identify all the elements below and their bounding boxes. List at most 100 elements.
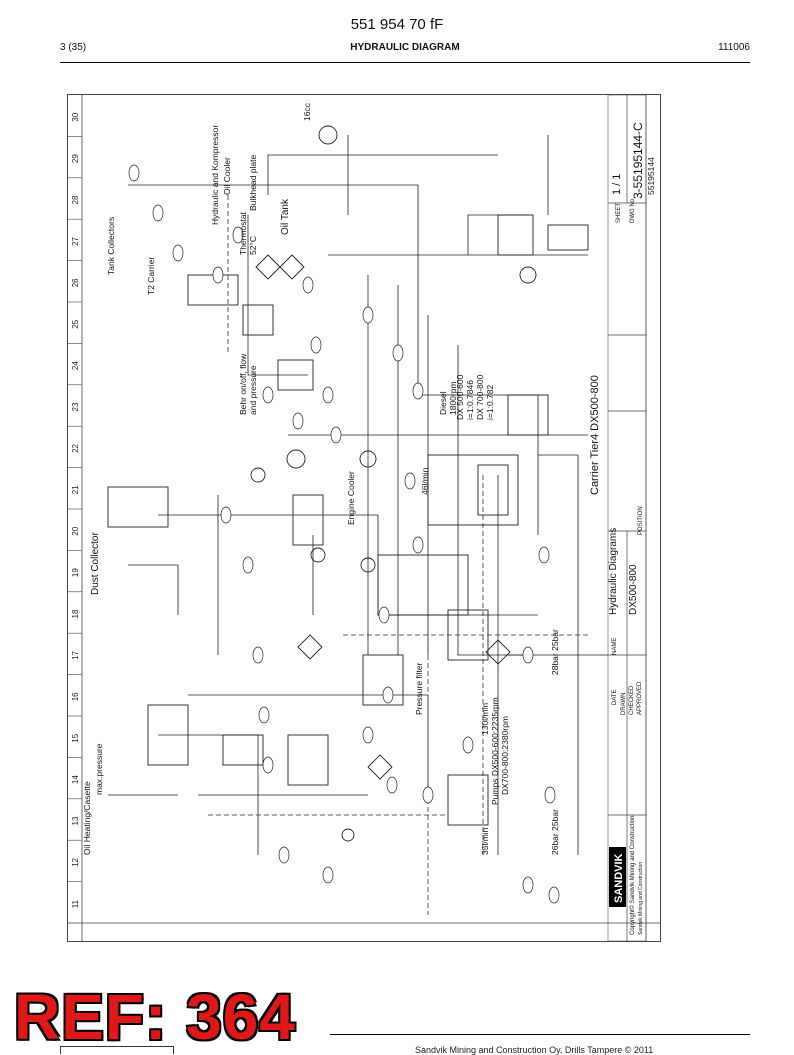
- checked-label: CHECKED: [629, 685, 635, 715]
- grid-number: 20: [71, 526, 80, 535]
- grid-number: 26: [71, 278, 80, 287]
- footer-logo: [60, 1046, 174, 1054]
- onoff-label: Behr on/off, flow: [238, 353, 248, 415]
- component-tag: [548, 886, 560, 904]
- component-tag: [522, 646, 534, 664]
- component-tag: [302, 276, 314, 294]
- sheet-label: SHEET: [616, 203, 622, 223]
- flow-130-label: 130l/min: [480, 703, 490, 735]
- ratio-a2-label: i=1:0.7846: [465, 380, 475, 420]
- grid-number: 23: [71, 402, 80, 411]
- component-tag: [392, 344, 404, 362]
- diesel-label: Diesel: [438, 391, 448, 415]
- component-tag: [538, 546, 550, 564]
- diesel-rpm-label: 1800rpm: [448, 381, 458, 415]
- component-tag: [232, 226, 244, 244]
- grid-number: 11: [71, 899, 80, 908]
- component-tag: [128, 164, 140, 182]
- thermostat-label: Thermostat: [238, 211, 248, 255]
- pumps2-label: DX700-800:2380rpm: [500, 716, 510, 795]
- tank-collectors-label: Tank Collectors: [106, 217, 116, 275]
- drawing-number: 3-55195144-C: [631, 122, 645, 199]
- hyd-compressor-label: Hydraulic and Kompressor: [210, 125, 220, 225]
- component-tag: [322, 866, 334, 884]
- grid-number: 27: [71, 236, 80, 245]
- component-tag: [378, 606, 390, 624]
- header-rule: [60, 62, 750, 63]
- grid-number: 22: [71, 443, 80, 452]
- component-tag: [544, 786, 556, 804]
- component-tag: [310, 336, 322, 354]
- component-tag: [462, 736, 474, 754]
- hyd-diagrams-label: Hydraulic Diagrams: [608, 528, 619, 615]
- oil-heating-label: Oil Heating/Casette: [82, 781, 92, 855]
- ref-watermark: REF: 364: [14, 981, 296, 1053]
- ratio-b-label: DX 700-800: [475, 374, 485, 420]
- date-label: DATE: [612, 689, 618, 705]
- component-tag: [252, 646, 264, 664]
- grid-number: 16: [71, 692, 80, 701]
- copyright-label: Copyright© Sandvik Mining and Constructi…: [629, 816, 636, 935]
- grid-number: 25: [71, 319, 80, 328]
- doc-number: 551 954 70 fF: [350, 16, 444, 33]
- sandvik-logo: [609, 847, 626, 907]
- component-tag: [362, 306, 374, 324]
- flow-35-label: 35l/min: [480, 827, 490, 855]
- component-tag: [242, 556, 254, 574]
- grid-number: 12: [71, 857, 80, 866]
- grid-number: 21: [71, 485, 80, 494]
- component-tag: [330, 426, 342, 444]
- component-tag: [262, 756, 274, 774]
- pumps-label: Pumps DX500-600:2235rpm: [490, 697, 500, 805]
- hydraulic-diagram: 30 29 28 27 26 25 24 23 22 21 20 19 18 17 16 15 14 13 12 11: [68, 94, 660, 942]
- mpm-16cc-label: 16cc: [302, 102, 312, 121]
- grid-number: 14: [71, 775, 80, 784]
- dust-collector-label: Dust Collector: [90, 532, 101, 595]
- onoff2-label: and pressure: [248, 365, 258, 415]
- component-tag: [362, 726, 374, 744]
- oil-tank-label: Oil Tank: [280, 198, 291, 235]
- grid-number: 15: [71, 733, 80, 742]
- footer-text: Sandvik Mining and Construction Oy, Dril…: [415, 1045, 654, 1055]
- component-tag: [386, 776, 398, 794]
- component-tag: [404, 472, 416, 490]
- sandvik-logo-text: SANDVIK: [613, 853, 625, 903]
- carrier-tier4-label: Carrier Tier4 DX500-800: [589, 375, 601, 495]
- drawn-label: DRAWN: [621, 693, 627, 715]
- dx-range-label: DX500-800: [628, 564, 639, 615]
- bulkhead-plate-label: Bulkhead plate: [248, 154, 258, 211]
- pressure-filter-label: Pressure filter: [414, 662, 424, 715]
- component-tag: [522, 876, 534, 894]
- ratio-a-label: DX 500-600: [455, 374, 465, 420]
- component-tag: [262, 386, 274, 404]
- component-tag: [220, 506, 232, 524]
- grid-number: 18: [71, 609, 80, 618]
- position-label: POSITION: [638, 506, 644, 535]
- name-label: NAME: [612, 638, 618, 655]
- grid-number: 13: [71, 816, 80, 825]
- thermostat-temp-label: 52°C: [248, 236, 258, 255]
- ratio-b2-label: i=1:0.782: [485, 385, 495, 420]
- hydraulic-diagram-sheet: 30 29 28 27 26 25 24 23 22 21 20 19 18 17 16 15 14 13 12 11: [67, 94, 661, 942]
- grid-number: 19: [71, 568, 80, 577]
- page-title: HYDRAULIC DIAGRAM: [350, 42, 460, 53]
- component-tag: [212, 266, 224, 284]
- component-tag: [292, 412, 304, 430]
- oil-cooler-label: Oil Cooler: [222, 157, 232, 195]
- grid-number: 30: [71, 112, 80, 121]
- component-tag: [258, 706, 270, 724]
- grid-number: 24: [71, 361, 80, 370]
- grid-number: 17: [71, 650, 80, 659]
- max-pressure-label: max.pressure: [94, 743, 104, 795]
- flow-46-label: 46l/min: [420, 467, 430, 495]
- sheet-number: 1 / 1: [611, 174, 623, 195]
- bar-26-label: 26bar 25bar: [550, 809, 560, 855]
- component-tag: [322, 386, 334, 404]
- engine-cooler-label: Engine Cooler: [346, 471, 356, 525]
- t2-carrier-label: T2 Carrier: [146, 257, 156, 295]
- grid-number: 29: [71, 154, 80, 163]
- approved-label: APPROVED: [637, 681, 643, 715]
- footer-rule: [330, 1034, 750, 1035]
- dwg-no-label: DWG No: [630, 198, 636, 223]
- grid-number: 28: [71, 195, 80, 204]
